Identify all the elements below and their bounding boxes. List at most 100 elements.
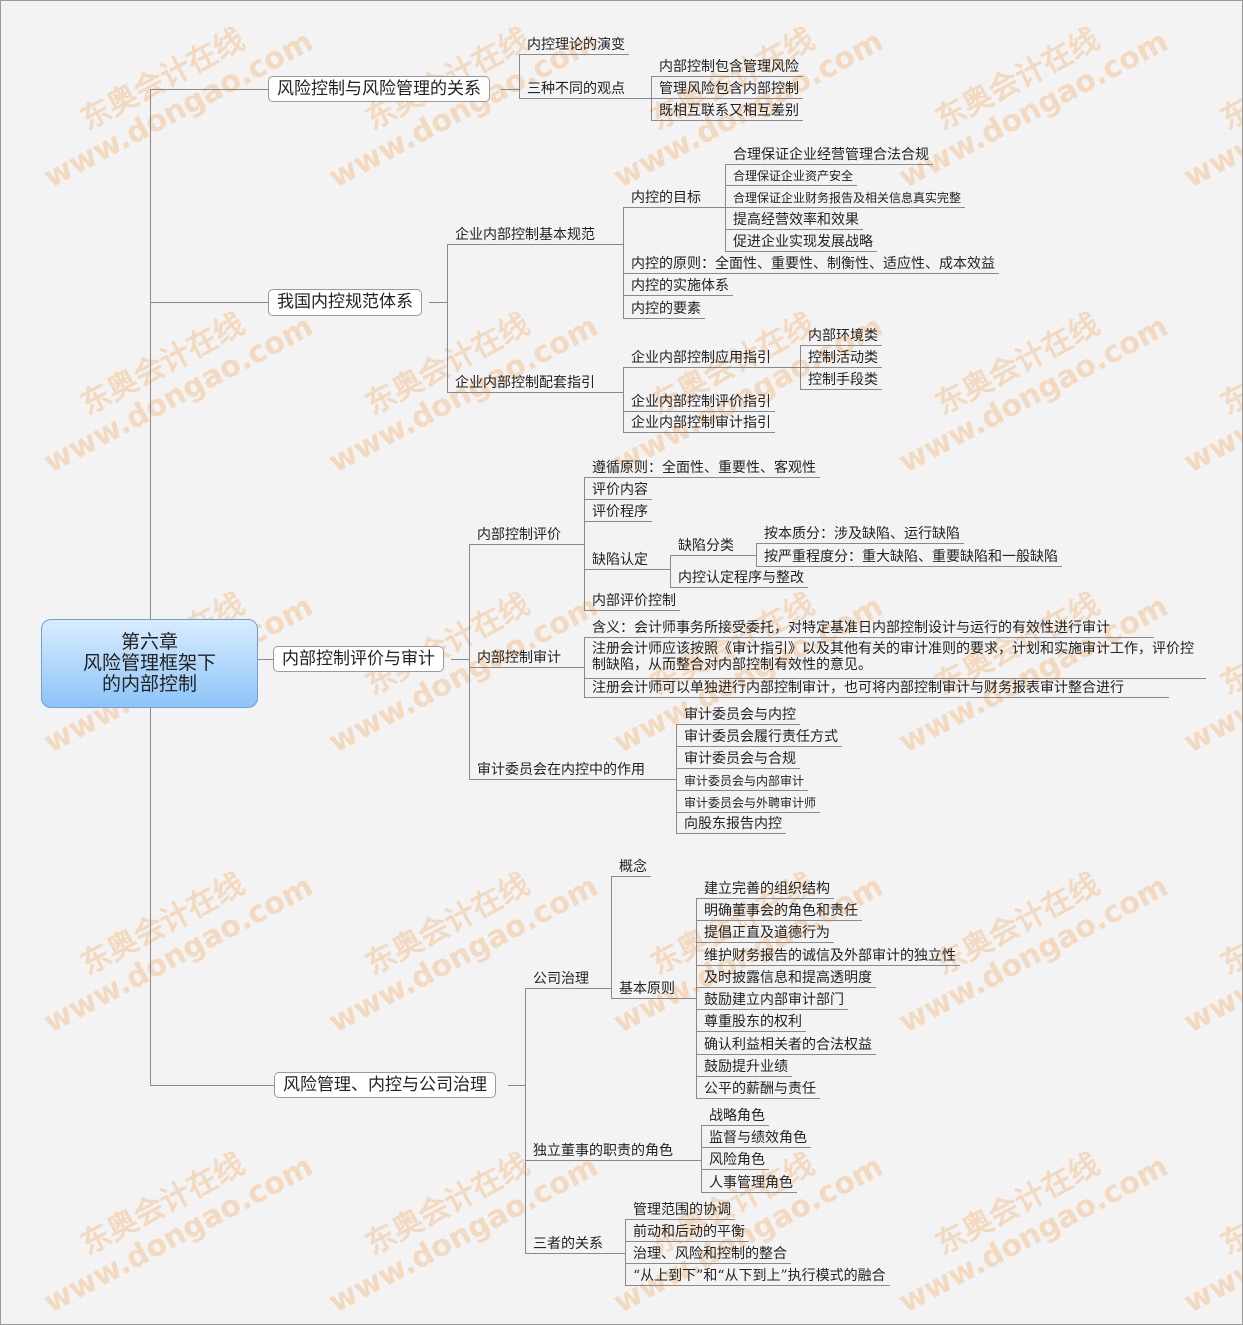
node[interactable]: 风险角色 — [701, 1151, 769, 1170]
node[interactable]: 审计委员会与合规 — [676, 750, 800, 769]
node[interactable]: 向股东报告内控 — [676, 815, 786, 834]
node[interactable]: 企业内部控制配套指引 — [447, 374, 623, 393]
node[interactable]: 内控理论的演变 — [519, 36, 629, 55]
node[interactable]: 审计委员会在内控中的作用 — [469, 761, 676, 780]
node[interactable]: 概念 — [611, 858, 651, 877]
connector — [451, 659, 469, 660]
node[interactable]: 维护财务报告的诚信及外部审计的独立性 — [696, 947, 960, 966]
connector — [625, 1220, 626, 1286]
connector — [676, 725, 677, 834]
node[interactable]: 确认利益相关者的合法权益 — [696, 1036, 876, 1055]
node[interactable]: 内部控制审计 — [469, 649, 584, 668]
node[interactable]: 注册会计师可以单独进行内部控制审计，也可将内部控制审计与财务报表审计整合进行 — [584, 679, 1169, 698]
connector — [150, 89, 268, 90]
node[interactable]: 企业内部控制应用指引 — [623, 349, 800, 368]
root-line: 第六章 — [120, 631, 178, 653]
node[interactable]: 审计委员会履行责任方式 — [676, 728, 842, 747]
node[interactable]: 内部控制包含管理风险 — [651, 58, 803, 77]
node[interactable]: 战略角色 — [701, 1107, 769, 1126]
connector — [150, 1085, 274, 1086]
node[interactable]: 独立董事的职责的角色 — [525, 1142, 701, 1161]
node[interactable]: 及时披露信息和提高透明度 — [696, 969, 876, 988]
connector — [611, 877, 612, 999]
node[interactable]: 监督与绩效角色 — [701, 1129, 811, 1148]
node[interactable]: 企业内部控制基本规范 — [447, 226, 623, 245]
connector — [508, 1085, 525, 1086]
node[interactable]: 三种不同的观点 — [519, 80, 651, 99]
node[interactable]: “从上到下”和“从下到上”执行模式的融合 — [625, 1267, 890, 1286]
root-node[interactable]: 第六章风险管理框架下的内部控制 — [41, 619, 258, 708]
connector — [651, 77, 652, 121]
node[interactable]: 遵循原则：全面性、重要性、客观性 — [584, 459, 820, 478]
node[interactable]: 公平的薪酬与责任 — [696, 1080, 820, 1099]
node[interactable]: 审计委员会与内控 — [676, 706, 800, 725]
node[interactable]: 提倡正直及道德行为 — [696, 924, 834, 943]
node[interactable]: 既相互联系又相互差别 — [651, 102, 803, 121]
node[interactable]: 缺陷认定 — [584, 551, 670, 570]
node[interactable]: 评价内容 — [584, 481, 652, 500]
node[interactable]: 基本原则 — [611, 980, 696, 999]
node[interactable]: 内部环境类 — [800, 327, 882, 346]
node[interactable]: 合理保证企业资产安全 — [725, 167, 858, 186]
connector — [150, 302, 268, 303]
node[interactable]: 缺陷分类 — [670, 537, 756, 556]
node[interactable]: 人事管理角色 — [701, 1174, 797, 1193]
node[interactable]: 内控的要素 — [623, 300, 705, 319]
connector — [800, 346, 801, 390]
node[interactable]: 合理保证企业财务报告及相关信息真实完整 — [725, 189, 966, 208]
node[interactable]: 鼓励建立内部审计部门 — [696, 991, 848, 1010]
topic-risk-ic-governance[interactable]: 风险管理、内控与公司治理 — [274, 1072, 496, 1098]
connector — [150, 89, 151, 619]
topic-china-ic-framework[interactable]: 我国内控规范体系 — [268, 289, 422, 316]
node[interactable]: 审计委员会与外聘审计师 — [676, 794, 821, 813]
connector — [150, 708, 151, 1085]
connector — [469, 545, 470, 780]
node[interactable]: 治理、风险和控制的整合 — [625, 1245, 791, 1264]
node[interactable]: 明确董事会的角色和责任 — [696, 902, 862, 921]
node[interactable]: 尊重股东的权利 — [696, 1013, 806, 1032]
connector — [584, 478, 585, 611]
node[interactable]: 三者的关系 — [525, 1235, 625, 1254]
node[interactable]: 管理范围的协调 — [625, 1201, 735, 1220]
node[interactable]: 评价程序 — [584, 503, 652, 522]
node[interactable]: 前动和后动的平衡 — [625, 1223, 749, 1242]
connector — [519, 55, 520, 99]
node[interactable]: 按严重程度分：重大缺陷、重要缺陷和一般缺陷 — [756, 548, 1062, 567]
node[interactable]: 企业内部控制审计指引 — [623, 414, 775, 433]
node[interactable]: 注册会计师应该按照《审计指引》以及其他有关的审计准则的要求，计划和实施审计工作，… — [584, 641, 1206, 679]
node[interactable]: 审计委员会与内部审计 — [676, 772, 809, 791]
connector — [756, 544, 757, 567]
topic-risk-control-vs-management[interactable]: 风险控制与风险管理的关系 — [268, 76, 490, 102]
node[interactable]: 管理风险包含内部控制 — [651, 80, 803, 99]
node[interactable]: 内控认定程序与整改 — [670, 569, 808, 588]
node[interactable]: 企业内部控制评价指引 — [623, 393, 775, 412]
node[interactable]: 内部评价控制 — [584, 592, 680, 611]
node[interactable]: 公司治理 — [525, 970, 611, 989]
node[interactable]: 内控的原则：全面性、重要性、制衡性、适应性、成本效益 — [623, 255, 999, 274]
node[interactable]: 内控的目标 — [623, 189, 725, 208]
node[interactable]: 含义：会计师事务所接受委托，对特定基准日内部控制设计与运行的有效性进行审计 — [584, 619, 1154, 638]
node[interactable]: 控制手段类 — [800, 371, 882, 390]
topic-ic-evaluation-audit[interactable]: 内部控制评价与审计 — [273, 646, 444, 672]
connector — [447, 245, 448, 393]
node[interactable]: 促进企业实现发展战略 — [725, 233, 877, 252]
node[interactable]: 内部控制评价 — [469, 526, 584, 545]
node[interactable]: 合理保证企业经营管理合法合规 — [725, 146, 933, 165]
node[interactable]: 控制活动类 — [800, 349, 882, 368]
node[interactable]: 建立完善的组织结构 — [696, 880, 834, 899]
node[interactable]: 按本质分：涉及缺陷、运行缺陷 — [756, 525, 964, 544]
node[interactable]: 提高经营效率和效果 — [725, 211, 863, 230]
connector — [429, 302, 447, 303]
node[interactable]: 鼓励提升业绩 — [696, 1058, 792, 1077]
node[interactable]: 内控的实施体系 — [623, 277, 733, 296]
